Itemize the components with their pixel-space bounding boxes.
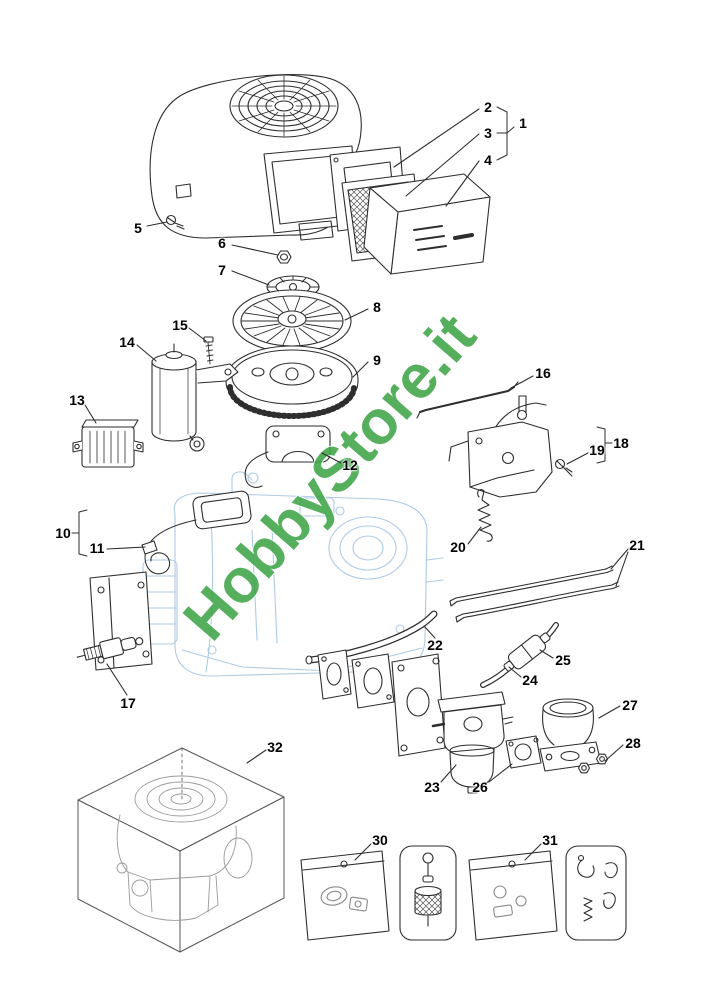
bracket-glyphs bbox=[71, 106, 613, 557]
boxed-engine bbox=[77, 747, 285, 953]
starter-motor bbox=[151, 343, 239, 452]
callout-26[interactable]: 26 bbox=[472, 779, 488, 795]
callout-15[interactable]: 15 bbox=[172, 317, 188, 333]
callout-17[interactable]: 17 bbox=[120, 695, 136, 711]
callout-23[interactable]: 23 bbox=[424, 779, 440, 795]
fuel-filter bbox=[503, 632, 551, 672]
parts-kit-31 bbox=[468, 845, 627, 941]
throttle-control-bracket bbox=[448, 395, 553, 498]
callout-9[interactable]: 9 bbox=[373, 352, 381, 368]
callout-3[interactable]: 3 bbox=[484, 125, 492, 141]
flywheel bbox=[225, 345, 359, 419]
callout-19[interactable]: 19 bbox=[589, 442, 605, 458]
ignition-module bbox=[244, 425, 331, 488]
callout-24[interactable]: 24 bbox=[522, 672, 538, 688]
callout-12[interactable]: 12 bbox=[342, 457, 358, 473]
callout-16[interactable]: 16 bbox=[535, 365, 551, 381]
callout-13[interactable]: 13 bbox=[69, 392, 85, 408]
heat-shield-plate bbox=[391, 653, 446, 757]
intake-gasket bbox=[505, 735, 542, 769]
callout-5[interactable]: 5 bbox=[134, 220, 142, 236]
callout-7[interactable]: 7 bbox=[218, 262, 226, 278]
callout-8[interactable]: 8 bbox=[373, 299, 381, 315]
callout-18[interactable]: 18 bbox=[613, 435, 629, 451]
callout-2[interactable]: 2 bbox=[484, 99, 492, 115]
flywheel-nut bbox=[276, 250, 292, 264]
callout-30[interactable]: 30 bbox=[372, 832, 388, 848]
callout-21[interactable]: 21 bbox=[629, 537, 645, 553]
housing-screw bbox=[165, 214, 185, 230]
callout-6[interactable]: 6 bbox=[218, 235, 226, 251]
blower-housing bbox=[149, 74, 362, 241]
callout-28[interactable]: 28 bbox=[625, 735, 641, 751]
carb-gaskets bbox=[317, 649, 395, 709]
callout-32[interactable]: 32 bbox=[267, 739, 283, 755]
callout-1[interactable]: 1 bbox=[519, 115, 527, 131]
control-rods bbox=[449, 565, 620, 623]
callout-11[interactable]: 11 bbox=[89, 540, 105, 556]
callout-20[interactable]: 20 bbox=[450, 539, 466, 555]
ignition-coil bbox=[141, 490, 252, 575]
callout-4[interactable]: 4 bbox=[484, 152, 492, 168]
voltage-regulator bbox=[72, 419, 144, 468]
callout-31[interactable]: 31 bbox=[542, 832, 558, 848]
governor-spring bbox=[476, 489, 493, 542]
callout-25[interactable]: 25 bbox=[555, 652, 571, 668]
carburetor bbox=[431, 691, 514, 794]
callout-14[interactable]: 14 bbox=[119, 334, 135, 350]
bracket-screw bbox=[554, 458, 573, 477]
callout-22[interactable]: 22 bbox=[427, 637, 443, 653]
callout-10[interactable]: 10 bbox=[55, 525, 71, 541]
callout-27[interactable]: 27 bbox=[622, 697, 638, 713]
spark-plug bbox=[76, 636, 144, 661]
parts-kit-30 bbox=[300, 845, 457, 941]
